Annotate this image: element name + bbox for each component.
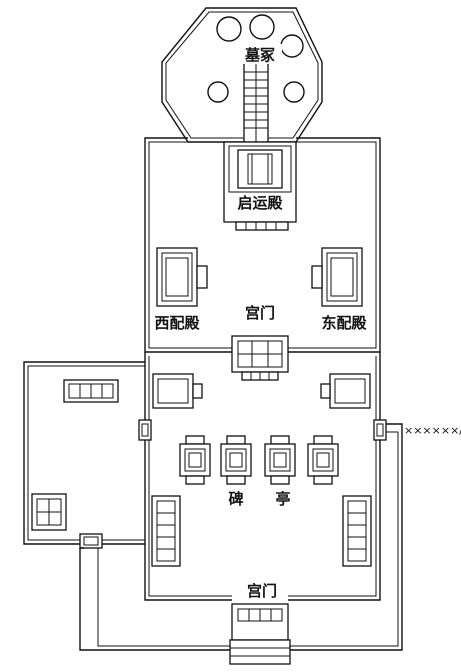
- boundary-marker: ××××××/: [404, 424, 461, 437]
- west-side-gate: [138, 419, 152, 441]
- east-side-hall: 东配殿: [311, 247, 367, 332]
- tomb-circle-sw: [207, 81, 229, 103]
- stele-pavilions: 碑 亭: [179, 435, 339, 508]
- outer-boundary-east: [288, 423, 403, 651]
- outer-boundary-west: [79, 547, 232, 651]
- lower-palace-gate: 宫门: [229, 582, 291, 665]
- lower-palace-gate-label: 宫门: [247, 582, 277, 600]
- west-side-hall-label: 西配殿: [154, 314, 200, 332]
- upper-palace-gate: 宫门: [231, 304, 289, 381]
- tomb-circle-ne: [280, 34, 304, 58]
- tomb-passage-steps: [244, 60, 268, 142]
- lower-east-wing: [320, 373, 371, 409]
- east-long-building: [342, 495, 372, 567]
- lower-west-wing: [152, 373, 203, 409]
- west-side-hall: 西配殿: [154, 247, 208, 332]
- west-compound: [23, 361, 145, 549]
- upper-palace-gate-label: 宫门: [245, 304, 275, 322]
- tomb-circle-nw: [216, 16, 242, 42]
- qiyun-hall: 启运殿: [223, 141, 297, 231]
- stele-label-right: 亭: [275, 490, 290, 508]
- stele-label-left: 碑: [228, 490, 243, 508]
- stele-pavilion-3: [264, 435, 296, 485]
- tomb-circle-n: [249, 14, 275, 40]
- tomb-circle-se: [283, 81, 305, 103]
- stele-pavilion-1: [179, 435, 211, 485]
- west-compound-gate: [79, 533, 103, 549]
- tomb-label: 墓冢: [244, 46, 275, 64]
- stele-pavilion-2: [220, 435, 252, 485]
- east-side-gate: [373, 419, 387, 441]
- west-long-building: [151, 495, 181, 567]
- qiyun-hall-label: 启运殿: [237, 194, 283, 212]
- lower-gate-steps: [229, 639, 291, 665]
- stele-pavilion-4: [307, 435, 339, 485]
- tomb-enclosure: 墓冢: [161, 7, 323, 143]
- east-side-hall-label: 东配殿: [321, 314, 367, 332]
